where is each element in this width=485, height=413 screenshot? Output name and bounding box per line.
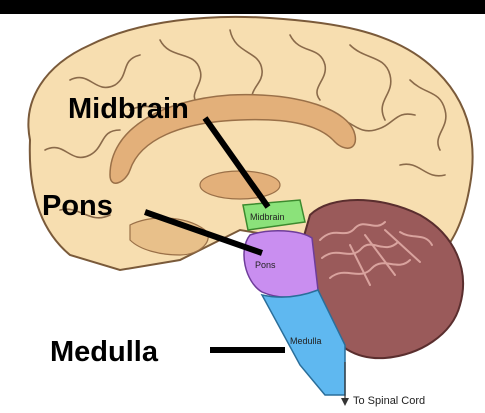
pons-small-label: Pons (255, 260, 276, 270)
medulla-small-label: Medulla (290, 336, 322, 346)
midbrain-label: Midbrain (68, 93, 189, 125)
thalamus (200, 171, 280, 199)
pons-label: Pons (42, 190, 113, 222)
spinal-cord-arrowhead (341, 398, 349, 406)
top-bar (0, 0, 485, 14)
spinal-cord-label: To Spinal Cord (353, 395, 425, 407)
midbrain-small-label: Midbrain (250, 212, 285, 222)
medulla-label: Medulla (50, 336, 159, 368)
